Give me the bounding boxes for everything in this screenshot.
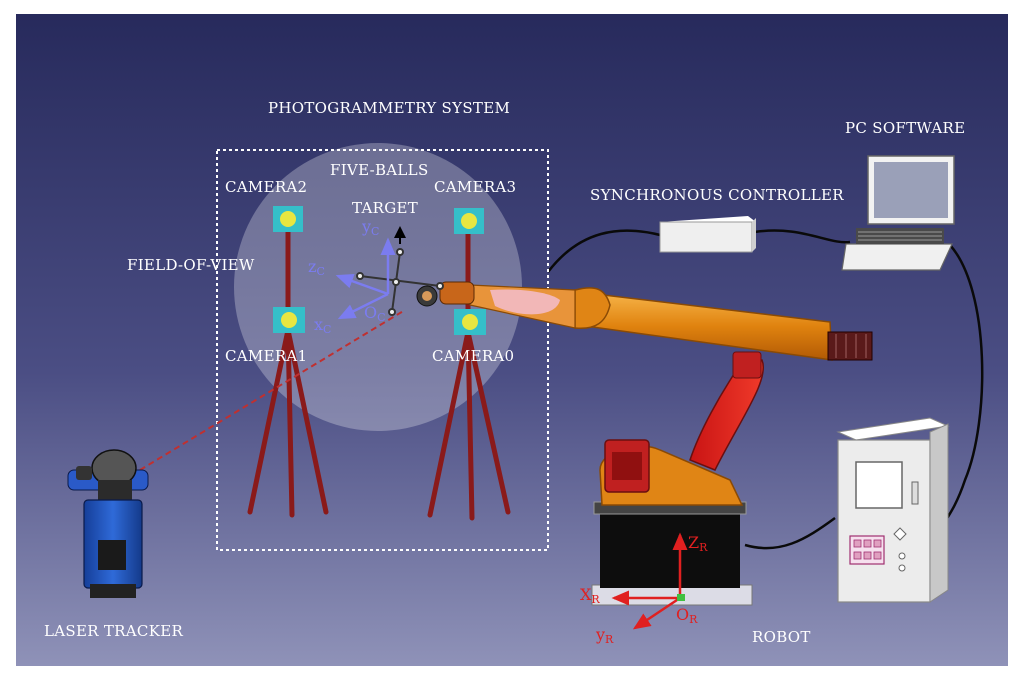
robot-y-axis-label: yR: [595, 625, 614, 646]
cables: [547, 229, 984, 550]
field-of-view-label: FIELD-OF-VIEW: [127, 256, 255, 274]
photogrammetry-system-label: PHOTOGRAMMETRY SYSTEM: [268, 99, 510, 117]
tripod-right: [427, 229, 511, 521]
robot-coordinate-axes: [611, 532, 688, 630]
camera3-body: [454, 208, 484, 234]
laser-tracker-label: LASER TRACKER: [44, 622, 183, 640]
field-of-view-circle: [234, 143, 522, 431]
five-balls-label: FIVE-BALLS: [330, 161, 429, 179]
camera1-label: CAMERA1: [225, 347, 307, 365]
camera0-body: [454, 309, 486, 335]
target-label: TARGET: [352, 199, 418, 217]
camera0-label: CAMERA0: [432, 347, 514, 365]
camera-y-axis-label: yC: [361, 217, 379, 238]
camera-x-axis-label: xC: [314, 315, 331, 336]
photogrammetry-box: [216, 149, 549, 551]
pc-laptop: [841, 155, 955, 271]
synchronous-controller-label: SYNCHRONOUS CONTROLLER: [590, 186, 844, 204]
camera-z-axis-label: zC: [308, 257, 325, 278]
pc-software-label: PC SOFTWARE: [845, 119, 965, 137]
synchronous-controller-box: [659, 216, 756, 253]
camera2-label: CAMERA2: [225, 178, 307, 196]
tripod-left: [247, 229, 329, 518]
robot-origin-marker: [677, 594, 685, 601]
camera-coordinate-axes: [335, 237, 396, 320]
robot-lower-arm: [689, 359, 764, 471]
laser-tracker-device: [67, 449, 149, 598]
robot-label: ROBOT: [752, 628, 811, 646]
robot-origin-label: OR: [676, 605, 698, 626]
camera1-body: [273, 307, 305, 333]
camera-origin-label: OC: [364, 303, 386, 324]
camera3-label: CAMERA3: [434, 178, 516, 196]
robot-x-axis-label: XR: [580, 585, 600, 606]
laser-beam: [139, 309, 406, 471]
robot-z-axis-label: ZR: [688, 533, 708, 554]
end-effector: [416, 281, 475, 307]
robot-upper-arm: [469, 284, 873, 361]
camera2-body: [273, 206, 303, 232]
control-cabinet: [836, 417, 950, 603]
five-balls-target: [356, 248, 444, 316]
robot-base: [591, 439, 753, 606]
